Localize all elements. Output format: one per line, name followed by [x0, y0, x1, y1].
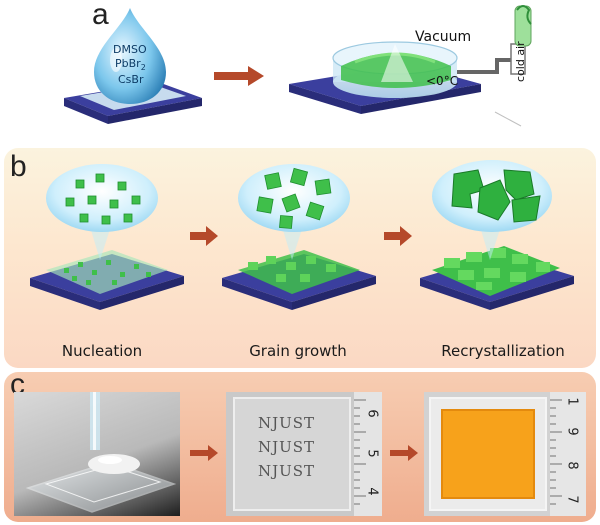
arrow-c1	[190, 445, 218, 461]
arrow-b1	[190, 226, 218, 246]
ruler2-mark-1: 1	[564, 397, 580, 406]
ruler2-mark-9: 9	[564, 427, 580, 436]
arrow-a	[214, 66, 264, 86]
arrow-c2	[390, 445, 418, 461]
panel-a-dish-illustration	[289, 5, 532, 127]
drop-label-pbbr: PbBr	[115, 57, 141, 70]
njust-text-3: NJUST	[258, 462, 316, 480]
photo-orange-film: 1 9 8 7	[424, 392, 586, 516]
njust-text-1: NJUST	[258, 414, 316, 432]
vacuum-label: Vacuum	[415, 29, 472, 45]
drop-label-csbr: CsBr	[118, 73, 144, 86]
photo-drop-on-substrate	[14, 392, 180, 516]
stage-label-grain-growth: Grain growth	[249, 342, 347, 360]
panel-label-a: a	[92, 0, 109, 31]
cold-air-label: cold air	[514, 41, 527, 82]
drop-label-dmso: DMSO	[113, 43, 147, 56]
ruler2-mark-7: 7	[564, 495, 580, 504]
precursor-drop	[94, 8, 166, 104]
ruler1-mark-4: 4	[364, 487, 380, 496]
ruler1-mark-5: 5	[364, 449, 380, 458]
njust-text-2: NJUST	[258, 438, 316, 456]
stage-label-recrystallization: Recrystallization	[441, 342, 565, 360]
stage-nucleation-graphic	[30, 164, 184, 310]
panel-label-b: b	[10, 150, 27, 183]
temperature-label: <0°C	[426, 74, 459, 88]
panel-b-illustrations	[30, 160, 574, 310]
arrow-b2	[384, 226, 412, 246]
stage-grain-growth-graphic	[222, 164, 376, 310]
photo-orange-film-graphic	[429, 392, 586, 516]
stage-recrystallization-graphic	[420, 160, 574, 310]
drop-label-pbbr2: PbBr2	[115, 57, 146, 72]
photo-drop-graphic	[25, 392, 177, 513]
panel-a-drop-illustration	[64, 8, 202, 124]
photo-njust-sample: NJUST NJUST NJUST 6 5 4	[226, 392, 382, 516]
ruler1-mark-6: 6	[364, 409, 380, 418]
ruler2-mark-8: 8	[564, 461, 580, 470]
stage-label-nucleation: Nucleation	[61, 342, 143, 360]
photo-njust-graphic	[233, 392, 382, 516]
drop-label-subscript: 2	[140, 63, 146, 73]
